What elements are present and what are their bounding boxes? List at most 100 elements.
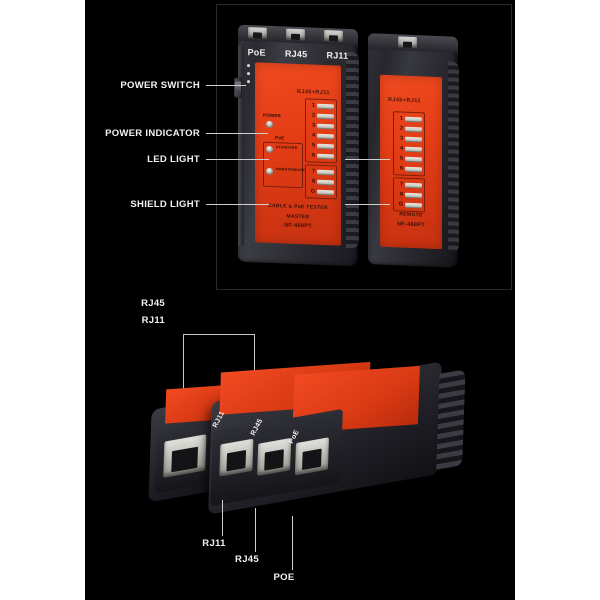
callout-rj45-bottom: RJ45: [235, 554, 259, 565]
led-bulb: [317, 113, 334, 119]
led-bulb: [317, 123, 334, 129]
remote-footer-model: NF-468PT: [397, 221, 425, 229]
led-number: G: [398, 201, 403, 208]
power-switch-control[interactable]: [234, 77, 242, 98]
status-dot-1: [247, 64, 250, 68]
led-row: 6: [308, 150, 334, 161]
poe-nonstandard-led: [266, 167, 273, 176]
led-number: 8: [311, 178, 315, 185]
led-number: 8: [399, 191, 403, 198]
leader-rj45-bottom: [255, 508, 256, 552]
led-bulb: [405, 156, 422, 162]
bottom-remote-rj45-port: [163, 434, 207, 478]
top-port-label-row: PoE RJ45 RJ11: [238, 47, 358, 62]
led-number: 3: [399, 135, 403, 142]
led-bulb: [317, 189, 334, 195]
master-led-group-extra: 7 8 G: [305, 164, 337, 200]
callout-power-switch: POWER SWITCH: [120, 80, 200, 91]
poe-jack: [248, 27, 267, 39]
callout-shield-light: SHIELD LIGHT: [130, 199, 200, 210]
remote-led-group-extra: 7 8 G: [393, 177, 425, 213]
led-number: 5: [399, 155, 403, 162]
port-label-rj45: RJ45: [284, 48, 308, 60]
rj11-jack: [324, 29, 343, 42]
master-panel-title: RJ45+RJ11: [297, 88, 330, 97]
led-number: G: [310, 188, 315, 195]
led-row: G: [308, 186, 334, 197]
leader-poe-bottom: [292, 516, 293, 570]
remote-footer-role: REMOTE: [399, 211, 423, 219]
led-number: 5: [311, 142, 315, 149]
master-tester-unit: PoE RJ45 RJ11 RJ45+RJ11 POWER PoE STANDA…: [234, 24, 359, 267]
led-row: G: [396, 199, 422, 210]
led-number: 6: [399, 165, 403, 172]
master-side-ribs: [346, 51, 359, 249]
remote-tester-unit: RJ45+RJ11 1 2 3 4 5 6 7 8 G REMOTE NF-46…: [368, 33, 459, 268]
master-footer-model: NF-468PT: [284, 222, 312, 230]
remote-front-panel: RJ45+RJ11 1 2 3 4 5 6 7 8 G REMOTE NF-46…: [380, 74, 442, 250]
led-number: 3: [311, 122, 315, 129]
remote-led-group-main: 1 2 3 4 5 6: [393, 111, 425, 177]
led-number: 1: [311, 102, 315, 109]
power-indicator-label: POWER: [263, 112, 282, 119]
leader-rj11-bottom: [222, 500, 223, 536]
top-scene-frame: [216, 4, 512, 290]
master-front-panel: RJ45+RJ11 POWER PoE STANDARD NONSTANDARD…: [255, 62, 341, 246]
led-bulb: [405, 166, 422, 172]
led-bulb: [405, 136, 422, 142]
leader-shield-light: [206, 204, 269, 205]
master-left-edge: [238, 45, 244, 246]
led-bulb: [317, 153, 334, 159]
rj45-jack: [286, 28, 305, 41]
poe-standard-label: STANDARD: [276, 145, 298, 150]
port-label-poe: PoE: [247, 47, 266, 58]
callout-led-light: LED LIGHT: [147, 154, 200, 165]
bottom-rj11-port: [219, 438, 254, 477]
leader-power-switch: [206, 85, 246, 86]
led-bulb: [405, 182, 422, 188]
remote-top-port-strip: [368, 33, 458, 53]
bracket-label-rj45: RJ45: [141, 298, 165, 309]
status-dot-3: [247, 80, 250, 84]
led-bulb: [317, 169, 334, 175]
led-row: 6: [396, 163, 422, 174]
led-bulb: [317, 143, 334, 149]
led-bulb: [317, 103, 334, 109]
callout-rj11-bottom: RJ11: [202, 538, 226, 549]
led-number: 2: [311, 112, 315, 119]
led-bulb: [405, 146, 422, 152]
bottom-master-side-ribs: [436, 369, 466, 471]
led-bulb: [405, 192, 422, 198]
master-top-port-strip: [238, 24, 358, 46]
bottom-master-unit: [208, 361, 466, 515]
master-footer-role: MASTER: [286, 213, 310, 221]
remote-panel-title: RJ45+RJ11: [388, 96, 421, 105]
remote-side-ribs: [448, 61, 459, 252]
poe-section-label: PoE: [275, 135, 285, 141]
led-bulb: [405, 202, 422, 208]
leader-led-light: [206, 159, 269, 160]
led-number: 6: [311, 152, 315, 159]
led-number: 4: [399, 145, 403, 152]
leader-led-light-remote: [345, 159, 390, 160]
led-bulb: [317, 179, 334, 185]
bracket-label-rj11: RJ11: [141, 315, 165, 326]
led-number: 7: [399, 181, 403, 188]
master-led-group-main: 1 2 3 4 5 6: [305, 98, 337, 164]
bottom-rj45-port: [257, 437, 292, 476]
led-bulb: [405, 116, 422, 122]
led-bulb: [317, 133, 334, 139]
led-bulb: [405, 126, 422, 132]
leader-power-indicator: [206, 133, 268, 134]
power-indicator-led: [266, 120, 273, 129]
status-dot-2: [247, 72, 250, 76]
led-number: 4: [311, 132, 315, 139]
callout-power-indicator: POWER INDICATOR: [105, 128, 200, 139]
led-number: 1: [399, 115, 403, 122]
led-number: 7: [311, 168, 315, 175]
leader-shield-light-remote: [345, 204, 390, 205]
port-label-rj11: RJ11: [326, 50, 349, 61]
bottom-poe-port: [294, 437, 329, 476]
bottom-perspective-view: RJ11 RJ45 PoE: [148, 360, 500, 530]
